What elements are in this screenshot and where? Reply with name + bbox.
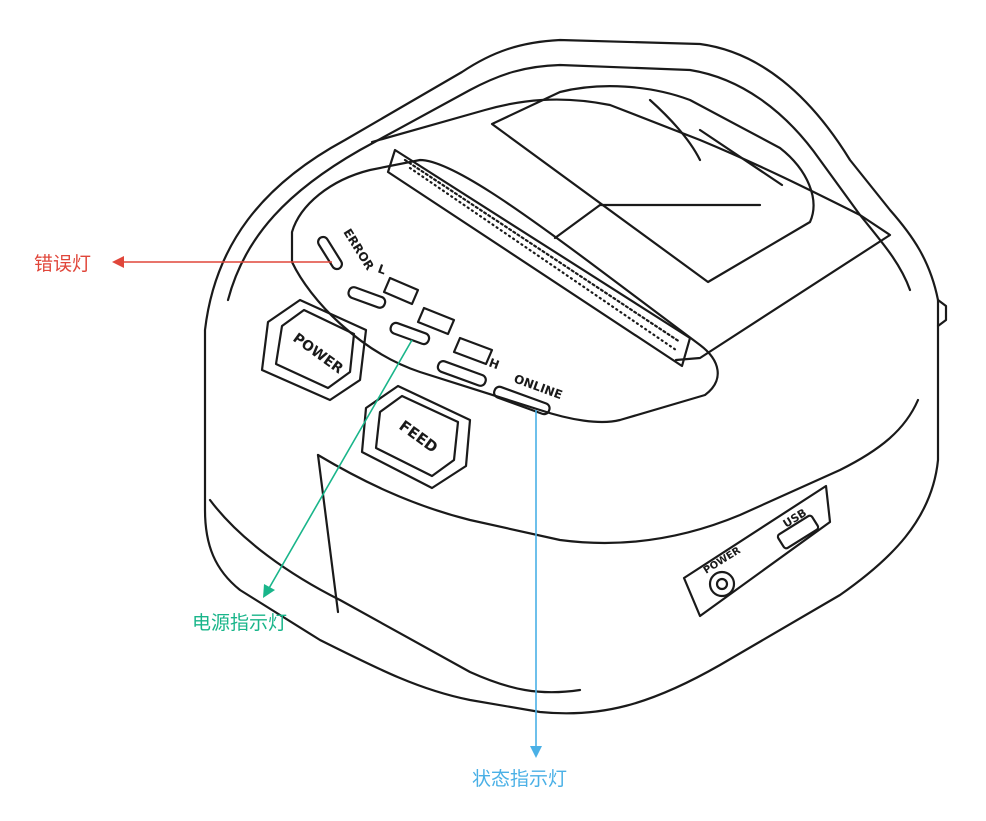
dc-power-jack: [708, 570, 736, 598]
low-level-text: L: [376, 262, 388, 278]
status-arrow-head: [530, 746, 542, 758]
power-led: [389, 321, 431, 346]
control-panel-plate: [290, 158, 719, 424]
paper-slot: [386, 148, 692, 368]
side-port-panel: [682, 484, 832, 618]
top-surface-outline: [226, 63, 912, 302]
power-light-callout: 电源指示灯: [192, 612, 288, 634]
error-text: ERROR: [340, 226, 376, 273]
error-arrow-head: [112, 256, 124, 268]
status-light-callout: 状态指示灯: [472, 768, 568, 790]
high-level-led: [436, 360, 487, 387]
front-panel-seam: [316, 453, 340, 614]
power-button-text: POWER: [290, 330, 346, 377]
usb-port-text: USB: [781, 506, 809, 530]
online-led: [493, 385, 551, 416]
power-button[interactable]: [260, 298, 368, 402]
online-text: ONLINE: [512, 372, 564, 402]
side-panel-edge: [316, 398, 920, 545]
usb-port: [776, 514, 820, 550]
feed-button[interactable]: [360, 384, 472, 490]
low-level-led: [347, 286, 387, 309]
error-light-callout: 错误灯: [34, 253, 92, 275]
high-level-text: H: [487, 356, 501, 373]
paper-window: [490, 85, 815, 284]
printer-body-outline: [203, 38, 940, 715]
paper-cover-lid: [370, 98, 892, 362]
error-led: [317, 235, 343, 271]
front-bottom-edge: [208, 498, 582, 694]
power-callout-line: [267, 339, 413, 591]
feed-button-text: FEED: [396, 417, 442, 457]
power-arrow-head: [263, 584, 275, 598]
